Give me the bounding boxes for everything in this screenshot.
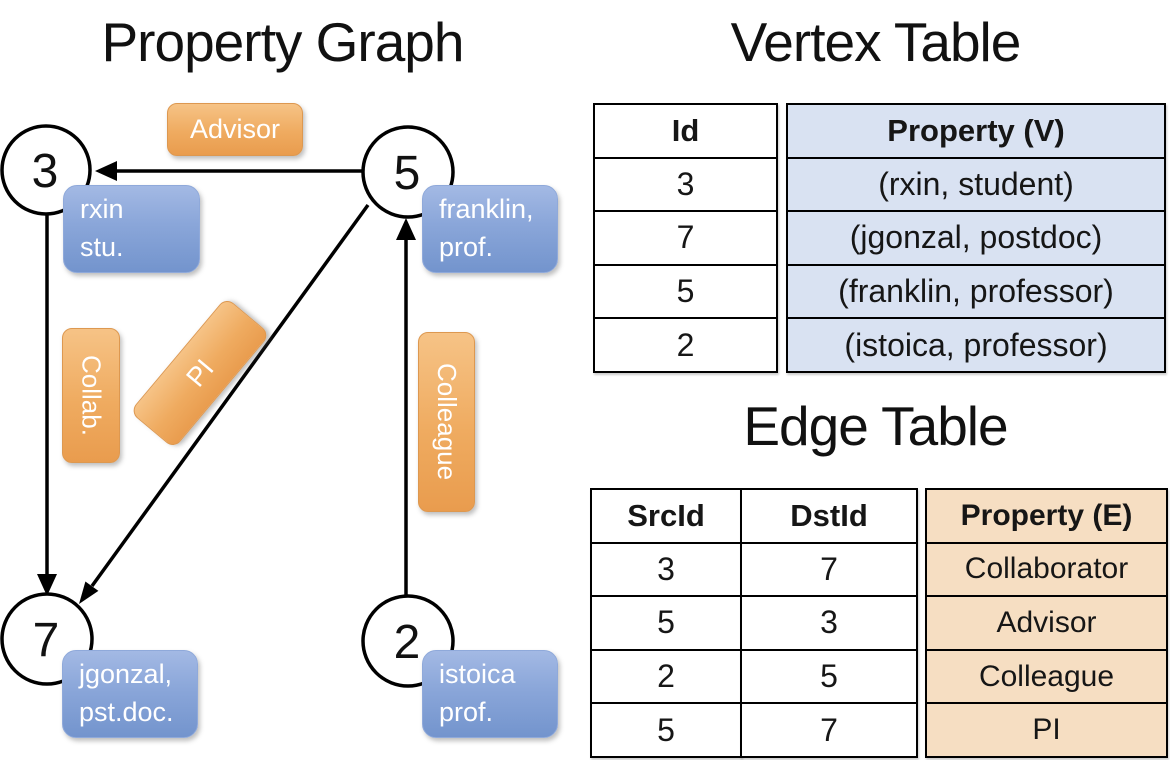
vertex-property-line: rxin bbox=[80, 194, 124, 225]
table-cell: (rxin, student) bbox=[788, 156, 1164, 211]
vertex-property-line: prof. bbox=[439, 232, 494, 262]
vertex-table-id-column: Id 3 7 5 2 bbox=[593, 103, 778, 373]
vertex-property-line: jgonzal, bbox=[79, 659, 173, 690]
table-cell: 3 bbox=[592, 541, 740, 596]
vertex-property-line: istoica bbox=[439, 659, 516, 690]
vertex-property-line: prof. bbox=[439, 697, 494, 727]
edge-label-pi-text: PI bbox=[179, 353, 220, 393]
edge-pi-arrowhead-icon bbox=[79, 581, 99, 604]
edge-advisor-arrowhead-icon bbox=[95, 161, 117, 181]
edge-colleague-arrowhead-icon bbox=[396, 218, 416, 240]
table-cell: 2 bbox=[595, 317, 776, 371]
edge-label-colleague-text: Colleague bbox=[432, 363, 462, 481]
edge-label-advisor: Advisor bbox=[167, 103, 303, 156]
edge-table-property-column: Property (E) Collaborator Advisor Collea… bbox=[925, 488, 1168, 758]
table-cell: 3 bbox=[742, 595, 916, 649]
table-cell: PI bbox=[927, 702, 1166, 756]
table-cell: 7 bbox=[742, 702, 916, 756]
table-cell: 7 bbox=[595, 210, 776, 264]
node-3-id: 3 bbox=[32, 145, 59, 198]
edge-table-srcid-column: SrcId 3 5 2 5 bbox=[590, 488, 742, 758]
vertex-table-header-id: Id bbox=[671, 112, 700, 148]
vertex-property-label-istoica: istoica prof. bbox=[422, 650, 558, 738]
vertex-property-line: stu. bbox=[80, 232, 124, 262]
node-7-id: 7 bbox=[33, 614, 60, 667]
vertex-property-label-rxin: rxin stu. bbox=[63, 185, 200, 273]
table-cell: Advisor bbox=[927, 595, 1166, 649]
edge-label-colleague: Colleague bbox=[418, 332, 475, 512]
edge-table-header-dstid: DstId bbox=[790, 497, 868, 533]
vertex-property-line: pst.doc. bbox=[79, 697, 174, 727]
table-cell: (jgonzal, postdoc) bbox=[788, 210, 1164, 264]
table-cell: Colleague bbox=[927, 648, 1166, 703]
table-cell: 5 bbox=[742, 648, 916, 703]
vertex-table-property-column: Property (V) (rxin, student) (jgonzal, p… bbox=[786, 103, 1166, 373]
node-2-id: 2 bbox=[394, 616, 421, 669]
vertex-table-header-property: Property (V) bbox=[887, 112, 1065, 148]
table-cell: 2 bbox=[592, 648, 740, 703]
table-cell: 3 bbox=[595, 156, 776, 211]
edge-label-collab-text: Collab. bbox=[76, 355, 107, 436]
table-cell: (istoica, professor) bbox=[788, 317, 1164, 371]
edge-collab-arrowhead-icon bbox=[37, 574, 57, 596]
edge-pi-line bbox=[90, 203, 370, 588]
edge-table-dstid-column: DstId 7 3 5 7 bbox=[740, 488, 918, 758]
table-cell: 5 bbox=[592, 595, 740, 649]
table-cell: 5 bbox=[592, 702, 740, 756]
table-cell: Collaborator bbox=[927, 541, 1166, 596]
edge-label-collab: Collab. bbox=[62, 328, 120, 463]
vertex-property-line: franklin, bbox=[439, 194, 534, 225]
edge-table-header-srcid: SrcId bbox=[627, 497, 705, 533]
edge-label-advisor-text: Advisor bbox=[189, 114, 281, 144]
vertex-property-label-franklin: franklin, prof. bbox=[422, 185, 558, 273]
table-cell: (franklin, professor) bbox=[788, 263, 1164, 318]
vertex-table-title: Vertex Table bbox=[730, 11, 1022, 73]
node-5-id: 5 bbox=[394, 147, 421, 200]
table-cell: 5 bbox=[595, 263, 776, 318]
edge-table-title: Edge Table bbox=[743, 395, 1008, 457]
vertex-property-label-jgonzal: jgonzal, pst.doc. bbox=[62, 650, 198, 738]
edge-table-header-property: Property (E) bbox=[960, 498, 1133, 532]
table-cell: 7 bbox=[742, 541, 916, 596]
property-graph-title: Property Graph bbox=[101, 11, 464, 73]
